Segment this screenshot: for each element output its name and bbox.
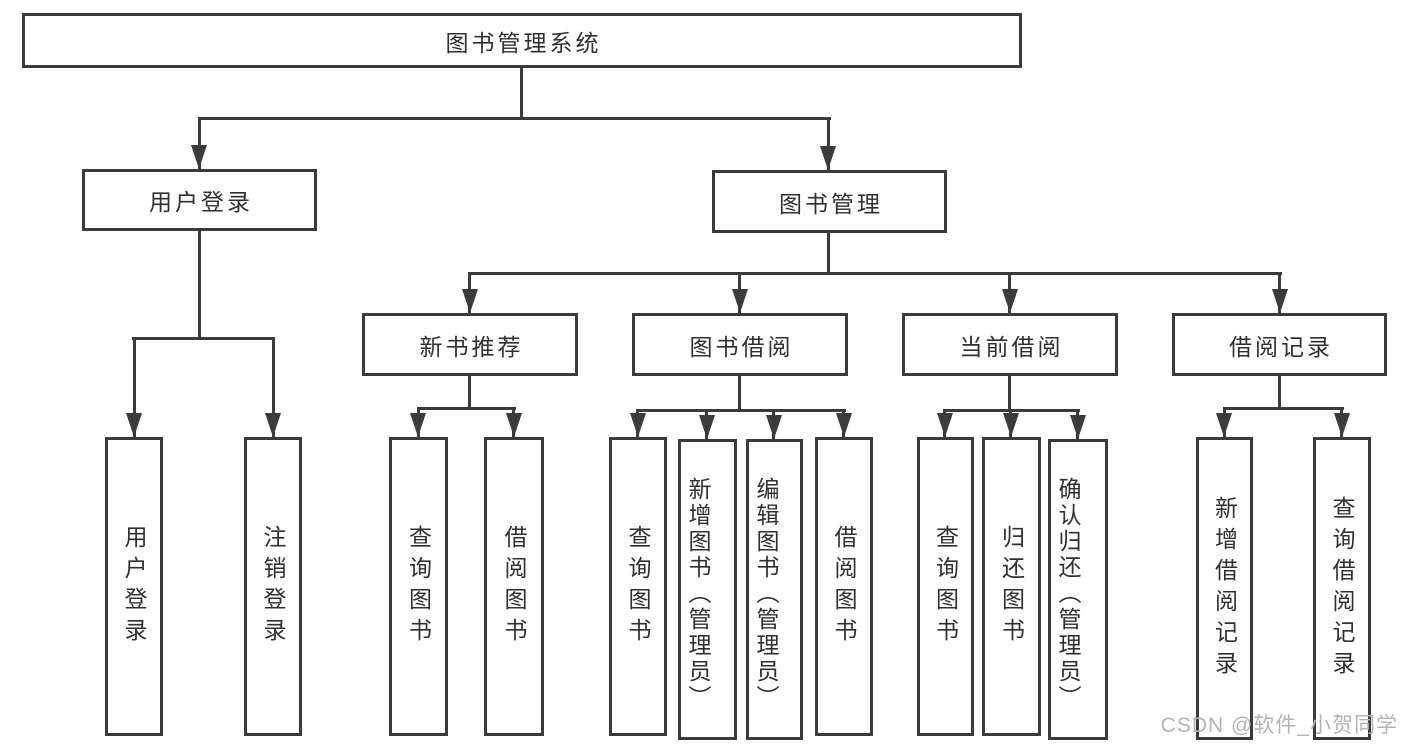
leaf-return-book: 归还图书: [982, 437, 1041, 736]
arrow-down-icon: [699, 415, 715, 439]
arrow-down-icon: [1216, 413, 1232, 437]
leaf-recommend-borrow-book: 借阅图书: [484, 437, 544, 736]
connector-line: [468, 272, 1282, 275]
arrow-down-icon: [265, 413, 281, 437]
leaf-confirm-return-admin-label: 确认归还（管理员）: [1055, 476, 1081, 711]
arrow-down-icon: [506, 413, 522, 437]
connector-line: [198, 117, 201, 169]
node-book-management-label: 图书管理: [779, 190, 883, 217]
arrow-down-icon: [732, 289, 748, 313]
leaf-borrow-book-label: 借阅图书: [831, 524, 857, 649]
node-borrow-records-label: 借阅记录: [1229, 333, 1333, 360]
connector-line: [520, 66, 523, 117]
connector-line: [1008, 374, 1011, 412]
connector-line: [132, 337, 275, 340]
csdn-watermark: CSDN @软件_小贺同学: [1160, 714, 1398, 737]
connector-line: [1278, 374, 1281, 410]
arrow-down-icon: [630, 413, 646, 437]
connector-line: [636, 409, 846, 412]
connector-line: [738, 374, 741, 412]
arrow-down-icon: [836, 413, 852, 437]
leaf-logout-label: 注销登录: [260, 524, 286, 649]
node-borrow-records: 借阅记录: [1172, 313, 1387, 376]
leaf-add-borrow-record-label: 新增借阅记录: [1211, 495, 1238, 682]
arrow-down-icon: [1003, 413, 1019, 437]
arrow-down-icon: [937, 413, 953, 437]
connector-line: [198, 229, 201, 337]
leaf-return-book-label: 归还图书: [998, 524, 1025, 649]
node-book-borrow: 图书借阅: [632, 313, 848, 376]
connector-line: [1223, 407, 1344, 410]
leaf-confirm-return-admin: 确认归还（管理员）: [1048, 439, 1108, 740]
arrow-down-icon: [191, 145, 207, 169]
leaf-add-book-admin: 新增图书（管理员）: [678, 439, 737, 740]
leaf-borrow-query-book-label: 查询图书: [625, 524, 651, 649]
leaf-edit-book-admin-label: 编辑图书（管理员）: [753, 476, 779, 711]
leaf-add-book-admin-label: 新增图书（管理员）: [685, 476, 711, 711]
connector-line: [417, 407, 516, 410]
node-user-login: 用户登录: [82, 169, 317, 231]
node-current-borrow: 当前借阅: [902, 313, 1118, 376]
connector-line: [272, 337, 275, 437]
node-new-book-recommend: 新书推荐: [362, 313, 578, 376]
connector-line: [468, 374, 471, 410]
leaf-user-login-label: 用户登录: [121, 524, 147, 649]
node-book-management: 图书管理: [712, 170, 947, 233]
arrow-down-icon: [1070, 415, 1086, 439]
node-root-label: 图书管理系统: [445, 29, 602, 56]
leaf-add-borrow-record: 新增借阅记录: [1196, 437, 1253, 740]
connector-line: [827, 117, 830, 170]
arrow-down-icon: [410, 413, 426, 437]
node-current-borrow-label: 当前借阅: [959, 333, 1064, 360]
leaf-user-login: 用户登录: [105, 437, 163, 736]
connector-line: [827, 231, 830, 274]
arrow-down-icon: [126, 413, 142, 437]
node-book-borrow-label: 图书借阅: [689, 333, 794, 360]
arrow-down-icon: [820, 146, 836, 170]
arrow-down-icon: [1002, 289, 1018, 313]
connector-line: [133, 337, 136, 437]
leaf-recommend-query-book-label: 查询图书: [405, 524, 432, 649]
leaf-edit-book-admin: 编辑图书（管理员）: [746, 439, 803, 740]
arrow-down-icon: [462, 289, 478, 313]
leaf-current-query-book: 查询图书: [917, 437, 974, 736]
leaf-query-borrow-record-label: 查询借阅记录: [1329, 495, 1355, 682]
node-user-login-label: 用户登录: [149, 189, 253, 215]
leaf-borrow-query-book: 查询图书: [609, 437, 667, 736]
leaf-borrow-book: 借阅图书: [815, 437, 873, 736]
node-root: 图书管理系统: [22, 13, 1022, 68]
node-new-book-recommend-label: 新书推荐: [419, 333, 524, 360]
arrow-down-icon: [1334, 413, 1350, 437]
connector-line: [944, 409, 1080, 412]
arrow-down-icon: [1272, 289, 1288, 313]
leaf-current-query-book-label: 查询图书: [932, 524, 959, 649]
arrow-down-icon: [766, 415, 782, 439]
leaf-logout: 注销登录: [244, 437, 302, 736]
leaf-recommend-query-book: 查询图书: [389, 437, 448, 736]
leaf-recommend-borrow-book-label: 借阅图书: [501, 524, 527, 649]
connector-line: [198, 117, 831, 120]
leaf-query-borrow-record: 查询借阅记录: [1313, 437, 1371, 740]
